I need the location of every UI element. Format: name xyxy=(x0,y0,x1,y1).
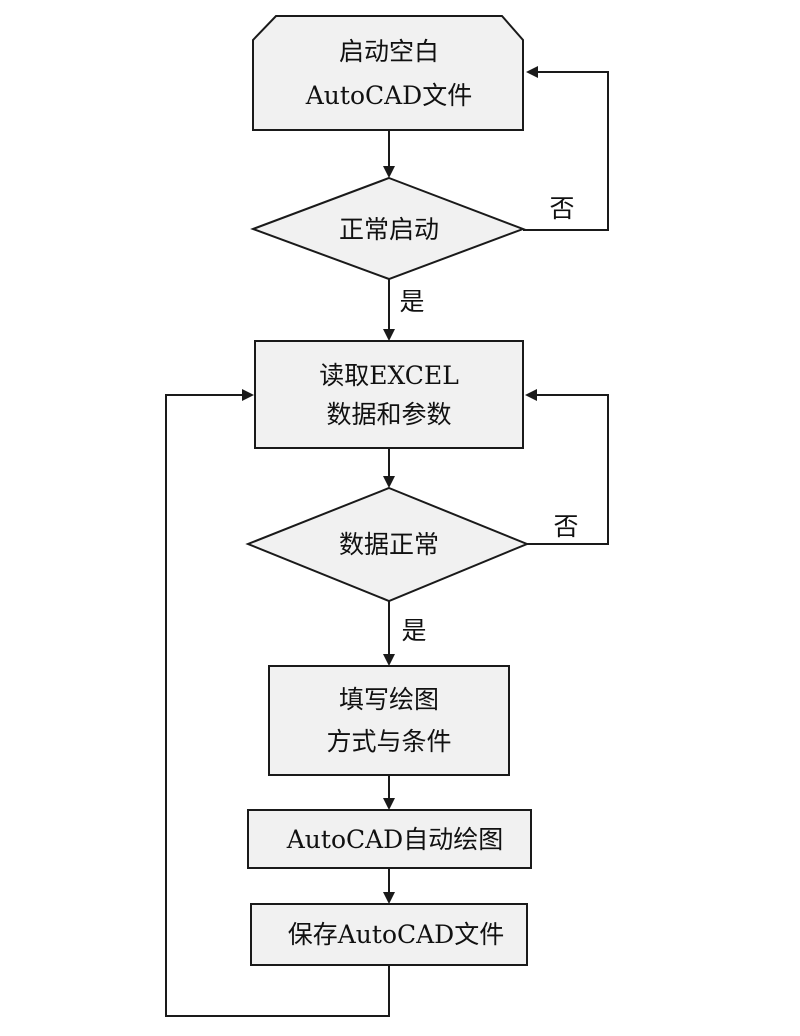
arrowhead-right xyxy=(242,389,254,401)
startup-yes-label: 是 xyxy=(399,287,424,316)
arrowhead-down xyxy=(383,798,395,810)
arrowhead-left xyxy=(526,66,538,78)
arrowhead-down xyxy=(383,892,395,904)
start-node-line2: AutoCAD文件 xyxy=(305,81,472,110)
arrowhead-left xyxy=(525,389,537,401)
startup-no-label: 否 xyxy=(549,194,574,223)
auto-draw-label: AutoCAD自动绘图 xyxy=(286,825,503,854)
arrowhead-down xyxy=(383,329,395,341)
save-file-label: 保存AutoCAD文件 xyxy=(288,920,504,949)
data-check-decision: 数据正常 xyxy=(245,486,530,603)
data-check-label: 数据正常 xyxy=(339,530,439,559)
read-excel-line2: 数据和参数 xyxy=(326,400,451,429)
arrowhead-down xyxy=(383,654,395,666)
startup-check-label: 正常启动 xyxy=(339,215,439,244)
connectors xyxy=(165,71,609,1017)
arrowhead-down xyxy=(383,476,395,488)
save-file-process: 保存AutoCAD文件 xyxy=(250,903,528,966)
read-excel-process: 读取EXCEL 数据和参数 xyxy=(254,340,524,449)
fill-mode-line1: 填写绘图 xyxy=(339,685,439,714)
edge-save-loop-back xyxy=(165,394,390,1017)
auto-draw-process: AutoCAD自动绘图 xyxy=(247,809,532,869)
edge-data-no-loop xyxy=(527,394,609,545)
start-node-line1: 启动空白 xyxy=(339,37,439,66)
arrowhead-down xyxy=(383,166,395,178)
edge-startup-no-loop xyxy=(523,71,609,231)
data-no-label: 否 xyxy=(553,512,578,541)
arrowheads xyxy=(242,66,538,904)
fill-mode-process: 填写绘图 方式与条件 xyxy=(268,665,510,776)
read-excel-line1: 读取EXCEL xyxy=(319,361,459,390)
start-node: 启动空白 AutoCAD文件 xyxy=(252,15,524,131)
data-yes-label: 是 xyxy=(401,616,426,645)
edge-labels: 否 是 否 是 xyxy=(399,194,578,645)
fill-mode-line2: 方式与条件 xyxy=(326,727,451,756)
startup-check-decision: 正常启动 xyxy=(250,176,526,281)
